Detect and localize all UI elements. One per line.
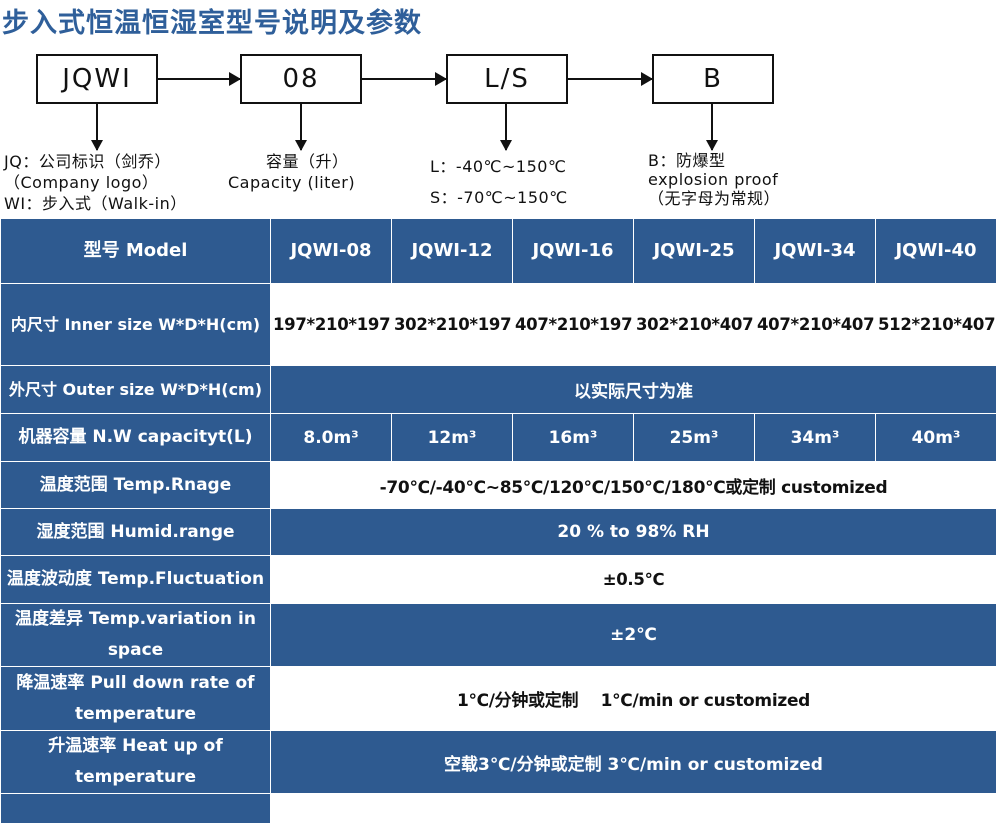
down-arrow-icon xyxy=(505,104,507,150)
table-cell: 34m³ xyxy=(755,414,876,462)
down-arrow-icon xyxy=(96,104,98,150)
table-cell: 空载3℃/分钟或定制 3℃/min or customized xyxy=(271,731,996,794)
table-cell: 20 % to 98% RH xyxy=(271,509,996,556)
row-label: 湿度范围 Humid.range xyxy=(1,509,271,556)
model-header: JQWI-08 xyxy=(271,219,392,284)
table-cell xyxy=(271,794,996,824)
model-header: JQWI-12 xyxy=(392,219,513,284)
table-row: 降温速率 Pull down rate of temperature 1℃/分钟… xyxy=(1,667,996,731)
code-box-capacity: 08 xyxy=(240,54,362,104)
code-box-explosion: B xyxy=(652,54,774,104)
note-line: WI：步入式（Walk-in） xyxy=(4,193,187,214)
table-row: 内尺寸 Inner size W*D*H(cm) 197*210*197 302… xyxy=(1,284,996,366)
model-header: JQWI-16 xyxy=(513,219,634,284)
note-line: B：防爆型 xyxy=(648,151,780,170)
table-cell: 1℃/分钟或定制 1℃/min or customized xyxy=(271,667,996,731)
model-header: JQWI-34 xyxy=(755,219,876,284)
spec-table: 型号 Model JQWI-08 JQWI-12 JQWI-16 JQWI-25… xyxy=(0,218,996,824)
right-arrow-icon xyxy=(362,78,446,80)
note-line: Capacity (liter) xyxy=(228,172,355,193)
note-line: （Company logo） xyxy=(4,172,187,193)
row-label: 型号 Model xyxy=(1,219,271,284)
row-label: 温度差异 Temp.variation in space xyxy=(1,604,271,667)
note-temperature: L：-40℃~150℃ S：-70℃~150℃ xyxy=(430,151,568,213)
down-arrow-icon xyxy=(300,104,302,150)
table-row xyxy=(1,794,996,824)
row-label: 内尺寸 Inner size W*D*H(cm) xyxy=(1,284,271,366)
table-cell: 407*210*407 xyxy=(755,284,876,366)
table-cell: 40m³ xyxy=(876,414,996,462)
code-box-series: JQWI xyxy=(36,54,158,104)
row-label: 机器容量 N.W capacityt(L) xyxy=(1,414,271,462)
table-cell: 302*210*197 xyxy=(392,284,513,366)
note-line: L：-40℃~150℃ xyxy=(430,151,568,182)
down-arrow-icon xyxy=(711,104,713,150)
table-cell: 以实际尺寸为准 xyxy=(271,366,996,414)
table-cell: ±0.5℃ xyxy=(271,556,996,604)
table-cell: ±2℃ xyxy=(271,604,996,667)
page-title: 步入式恒温恒湿室型号说明及参数 xyxy=(2,4,422,44)
note-company-logo: JQ：公司标识（剑乔） （Company logo） WI：步入式（Walk-i… xyxy=(4,151,187,214)
row-label: 温度范围 Temp.Rnage xyxy=(1,462,271,509)
table-row: 湿度范围 Humid.range 20 % to 98% RH xyxy=(1,509,996,556)
table-cell: 512*210*407 xyxy=(876,284,996,366)
note-line: S：-70℃~150℃ xyxy=(430,182,568,213)
row-label: 升温速率 Heat up of temperature xyxy=(1,731,271,794)
table-cell: 197*210*197 xyxy=(271,284,392,366)
table-cell: 25m³ xyxy=(634,414,755,462)
row-label: 降温速率 Pull down rate of temperature xyxy=(1,667,271,731)
note-line: explosion proof xyxy=(648,170,780,189)
right-arrow-icon xyxy=(568,78,652,80)
row-label xyxy=(1,794,271,824)
table-cell: 302*210*407 xyxy=(634,284,755,366)
model-header: JQWI-40 xyxy=(876,219,996,284)
row-label: 温度波动度 Temp.Fluctuation xyxy=(1,556,271,604)
model-header: JQWI-25 xyxy=(634,219,755,284)
table-row: 外尺寸 Outer size W*D*H(cm) 以实际尺寸为准 xyxy=(1,366,996,414)
note-line: 容量（升） xyxy=(228,151,355,172)
code-box-temp: L/S xyxy=(446,54,568,104)
table-cell: -70℃/-40℃~85℃/120℃/150℃/180℃或定制 customiz… xyxy=(271,462,996,509)
table-row: 温度波动度 Temp.Fluctuation ±0.5℃ xyxy=(1,556,996,604)
table-row: 温度范围 Temp.Rnage -70℃/-40℃~85℃/120℃/150℃/… xyxy=(1,462,996,509)
table-row: 升温速率 Heat up of temperature 空载3℃/分钟或定制 3… xyxy=(1,731,996,794)
table-cell: 16m³ xyxy=(513,414,634,462)
right-arrow-icon xyxy=(158,78,240,80)
note-line: JQ：公司标识（剑乔） xyxy=(4,151,187,172)
note-capacity: 容量（升） Capacity (liter) xyxy=(228,151,355,193)
table-row: 机器容量 N.W capacityt(L) 8.0m³ 12m³ 16m³ 25… xyxy=(1,414,996,462)
note-explosion-proof: B：防爆型 explosion proof （无字母为常规） xyxy=(648,151,780,208)
note-line: （无字母为常规） xyxy=(648,189,780,208)
table-row: 温度差异 Temp.variation in space ±2℃ xyxy=(1,604,996,667)
table-row: 型号 Model JQWI-08 JQWI-12 JQWI-16 JQWI-25… xyxy=(1,219,996,284)
table-cell: 407*210*197 xyxy=(513,284,634,366)
row-label: 外尺寸 Outer size W*D*H(cm) xyxy=(1,366,271,414)
table-cell: 8.0m³ xyxy=(271,414,392,462)
table-cell: 12m³ xyxy=(392,414,513,462)
